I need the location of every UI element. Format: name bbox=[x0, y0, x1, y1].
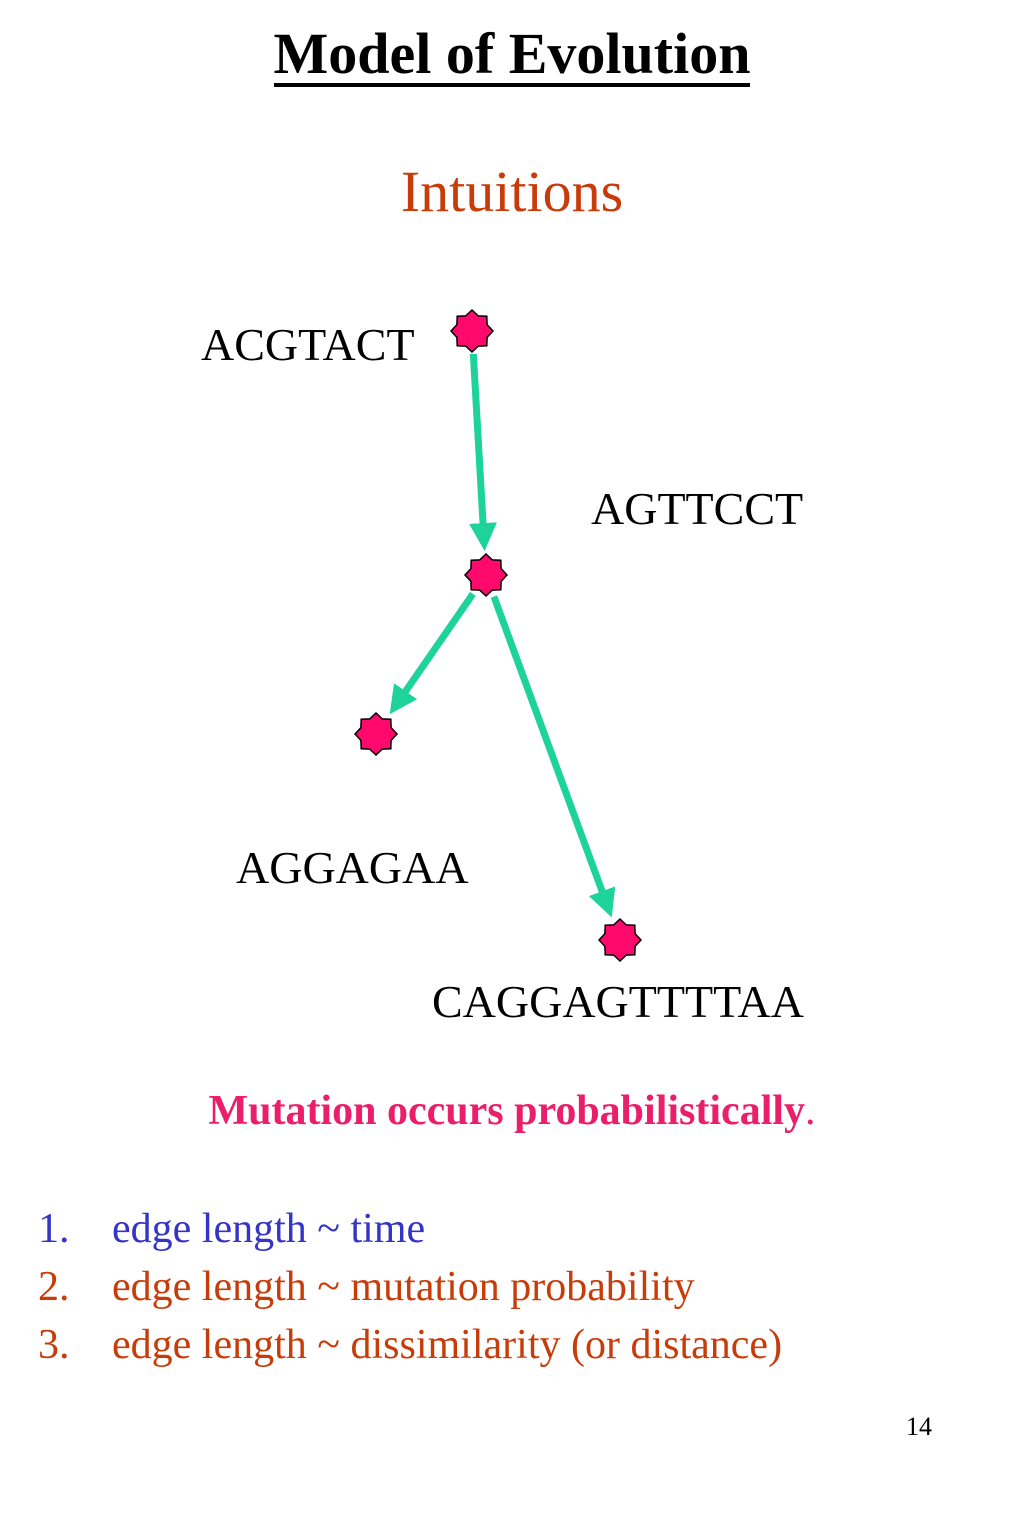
sequence-label-leaf-right: CAGGAGTTTTAA bbox=[432, 976, 804, 1027]
mutation-statement: Mutation occurs probabilistically. bbox=[0, 1086, 1024, 1136]
slide-subtitle: Intuitions bbox=[400, 159, 624, 224]
interpretation-item-3: 3. edge length ~ dissimilarity (or dista… bbox=[38, 1316, 782, 1374]
tree-edge-internal-to-leaf_left bbox=[389, 591, 476, 715]
eight-point-star-icon bbox=[449, 308, 495, 354]
page-number: 14 bbox=[906, 1412, 932, 1441]
eight-point-star-icon bbox=[463, 552, 509, 598]
interpretation-number: 1. bbox=[38, 1206, 70, 1252]
eight-point-star-icon bbox=[353, 711, 399, 757]
tree-edge-root-to-internal bbox=[469, 353, 497, 552]
tree-labels: ACGTACT AGTTCCT AGGAGAA CAGGAGTTTTAA bbox=[201, 319, 804, 1027]
mutation-statement-period: . bbox=[805, 1088, 816, 1134]
interpretation-text: edge length ~ time bbox=[112, 1206, 426, 1252]
tree-edge-internal-to-leaf_right bbox=[490, 595, 616, 918]
interpretation-number: 3. bbox=[38, 1322, 70, 1368]
interpretation-item-1: 1. edge length ~ time bbox=[38, 1200, 782, 1258]
eight-point-star-icon bbox=[597, 917, 643, 963]
mutation-statement-text: Mutation occurs probabilistically bbox=[208, 1088, 806, 1134]
slide-title: Model of Evolution bbox=[0, 22, 1024, 87]
slide-title-text: Model of Evolution bbox=[273, 21, 751, 87]
interpretation-text: edge length ~ mutation probability bbox=[112, 1264, 695, 1310]
interpretation-text: edge length ~ dissimilarity (or distance… bbox=[112, 1322, 783, 1368]
tree-nodes bbox=[353, 308, 643, 963]
interpretation-number: 2. bbox=[38, 1264, 70, 1310]
sequence-label-internal: AGTTCCT bbox=[591, 483, 803, 534]
edge-length-interpretations: 1. edge length ~ time 2. edge length ~ m… bbox=[38, 1200, 782, 1374]
tree-edges bbox=[389, 353, 616, 918]
sequence-label-root: ACGTACT bbox=[201, 319, 415, 370]
interpretation-item-2: 2. edge length ~ mutation probability bbox=[38, 1258, 782, 1316]
sequence-label-leaf-left: AGGAGAA bbox=[236, 842, 469, 893]
